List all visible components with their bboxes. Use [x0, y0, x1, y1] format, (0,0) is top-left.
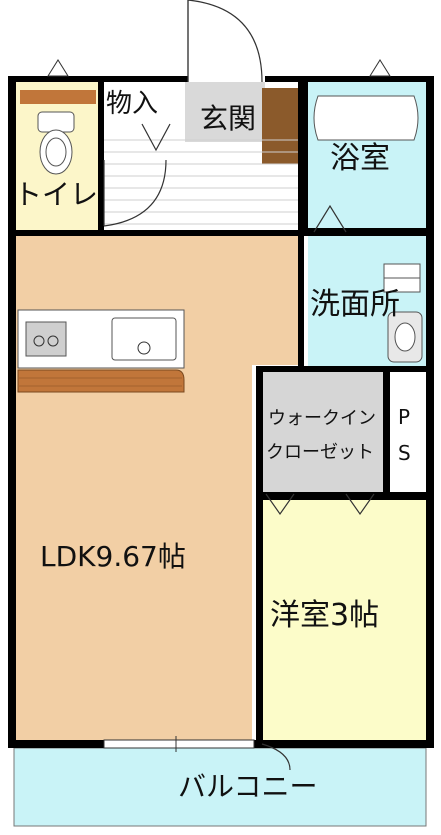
storage-label: 物入: [106, 89, 158, 119]
walkin-closet-room: [263, 372, 383, 492]
bathtub: [313, 95, 419, 141]
entrance-step: [262, 88, 300, 164]
hallway-floor: [104, 139, 298, 225]
kitchen-counter: [17, 309, 185, 393]
storage-room: [104, 82, 182, 122]
toilet-label: トイレ: [14, 178, 98, 211]
entrance-room: [185, 82, 265, 142]
doors: [103, 0, 375, 771]
ps-label-1: P: [398, 405, 410, 429]
windows: [47, 59, 391, 752]
walkin-label-1: ウォークイン: [268, 408, 376, 429]
washroom-label: 洗面所: [310, 287, 400, 322]
washroom-fixtures: [383, 263, 423, 363]
entrance-label: 玄関: [200, 102, 256, 135]
balcony-label: バルコニー: [178, 770, 317, 803]
ldk-label: LDK9.67帖: [40, 540, 186, 573]
ps-label-2: S: [398, 441, 411, 465]
western-room: [262, 500, 426, 743]
western-label: 洋室3帖: [270, 598, 379, 633]
ps-room: [390, 372, 426, 492]
balcony-area: [13, 747, 427, 827]
bath-label: 浴室: [330, 141, 390, 176]
walkin-label-2: クローゼット: [266, 442, 374, 463]
toilet-fixture: [20, 90, 96, 175]
